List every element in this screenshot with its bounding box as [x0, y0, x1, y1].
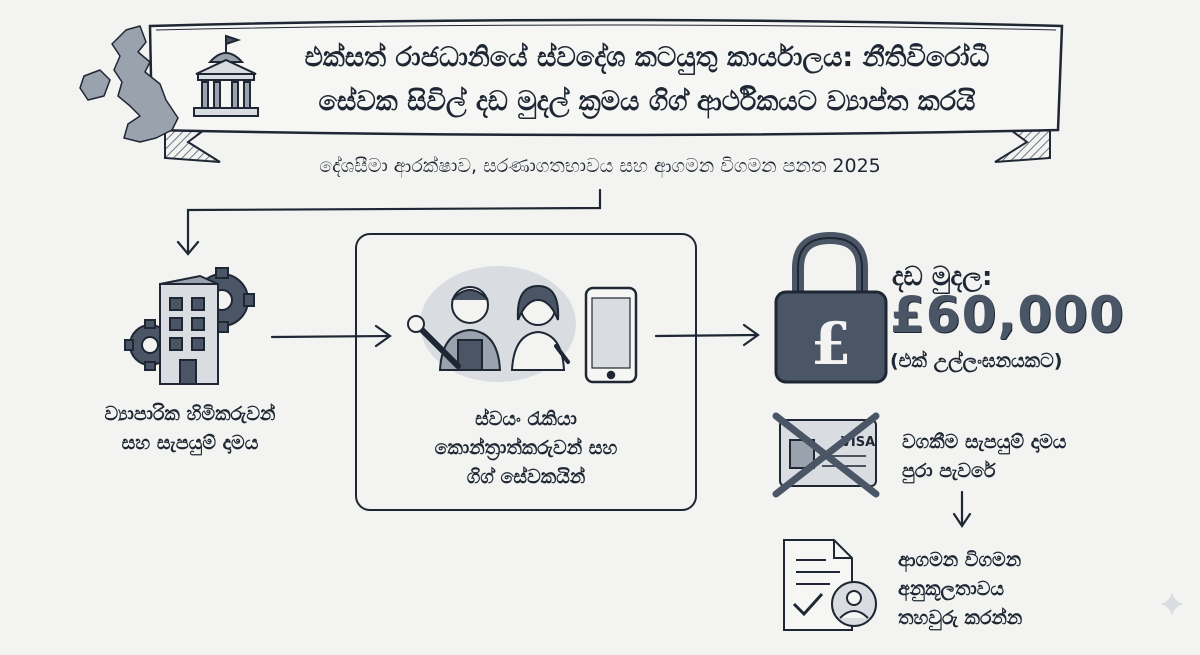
- fine-note: (එක් උල්ලංඝනයකට): [890, 350, 1063, 372]
- compliance-label: ආගමන විගමන අනුකූලතාවය තහවුරු කරන්න: [898, 546, 1022, 633]
- svg-text:£: £: [811, 310, 851, 378]
- workers-label-line-2: කොන්ත්‍රාත්කරුවන් සහ: [434, 437, 618, 459]
- compliance-line-3: තහවුරු කරන්න: [898, 607, 1023, 629]
- padlock-pound-icon: £: [774, 231, 888, 384]
- arrow-business-to-workers: [270, 324, 392, 348]
- sparkle-icon: [1160, 592, 1184, 616]
- workers-label-line-3: ගිග් සේවකයින්: [466, 466, 586, 488]
- gig-workers-icon: [407, 266, 576, 382]
- workers-label-line-1: ස්වයං රැකියා: [475, 408, 577, 430]
- smartphone-icon: [584, 286, 638, 384]
- office-building-gears-icon: [124, 267, 255, 385]
- supply-chain-line-2: පුරා පැවරේ: [902, 460, 996, 482]
- page-title: එක්සත් රාජධානියේ ස්වදේශ කටයුතු කාර්යාලය:…: [262, 36, 1032, 124]
- fine-amount: £60,000: [890, 286, 1125, 344]
- fine-label: දඩ මුදල:: [892, 262, 993, 292]
- arrow-visa-to-compliance: [952, 490, 972, 528]
- business-label-line-2: සහ සැපයුම් දාමය: [121, 432, 259, 454]
- arrow-workers-to-fine: [654, 323, 760, 347]
- title-line-2: සේවක සිවිල් දඩ මුදල් ක්‍රමය ගිග් ආර්ථිකය…: [318, 86, 976, 117]
- compliance-line-2: අනුකූලතාවය: [898, 578, 1005, 600]
- compliance-line-1: ආගමන විගමන: [898, 549, 1022, 571]
- crossed-visa-card-icon: VISA: [772, 412, 880, 498]
- workers-label: ස්වයං රැකියා කොන්ත්‍රාත්කරුවන් සහ ගිග් ස…: [358, 405, 694, 492]
- workers-box: [355, 233, 697, 511]
- title-line-1: එක්සත් රාජධානියේ ස්වදේශ කටයුතු කාර්යාලය:…: [304, 42, 990, 73]
- government-building-icon: [193, 34, 259, 117]
- uk-map-icon: [79, 25, 179, 143]
- title-banner: [148, 18, 1064, 163]
- connector-arrow-subtitle: [176, 188, 602, 256]
- supply-chain-label: වගකීම සැපයුම් දාමය පුරා පැවරේ: [902, 428, 1066, 486]
- subtitle: දේශසීමා ආරක්ෂාව, සරණාගතභාවය සහ ආගමන විගම…: [319, 155, 881, 177]
- supply-chain-line-1: වගකීම සැපයුම් දාමය: [902, 431, 1067, 453]
- business-label-line-1: ව්‍යාපාරික හිමිකරුවන්: [104, 403, 276, 425]
- business-label: ව්‍යාපාරික හිමිකරුවන් සහ සැපයුම් දාමය: [40, 400, 340, 458]
- document-checkmark-user-icon: [783, 539, 877, 631]
